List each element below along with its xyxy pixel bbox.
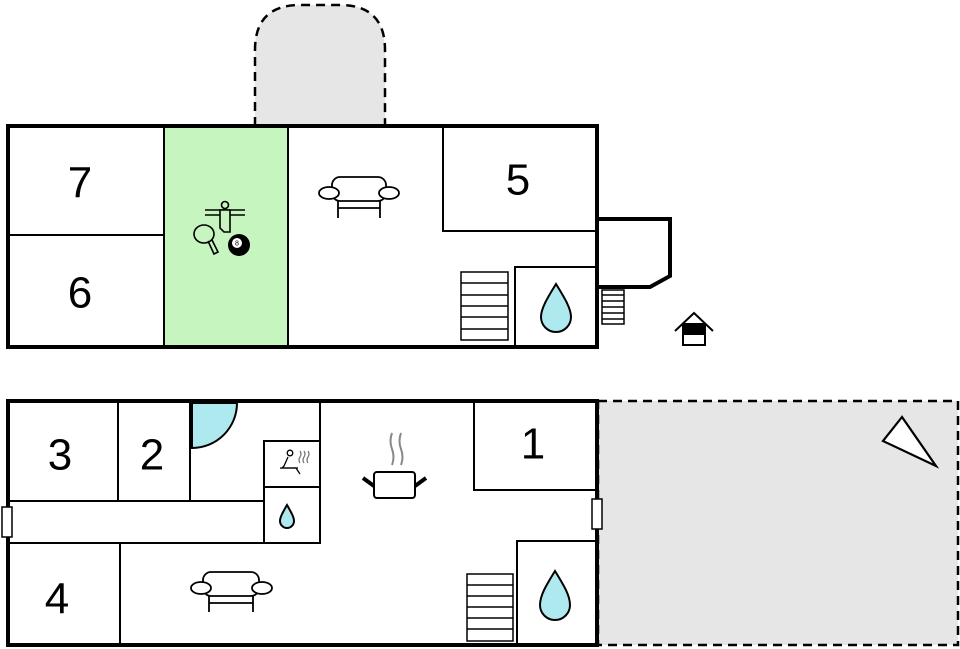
billiard-ball-number: 8	[235, 241, 239, 248]
shower-water-icon	[278, 502, 296, 529]
wall-room-5	[442, 126, 597, 232]
side-door-right	[591, 498, 603, 530]
room-2-label: 2	[140, 431, 164, 480]
room-3-label: 3	[48, 431, 72, 480]
room-5-label: 5	[506, 156, 530, 205]
door-swing	[191, 402, 239, 450]
room-7-label: 7	[68, 159, 92, 208]
entrance-stairs-icon	[601, 289, 625, 325]
house-entrance-icon	[674, 311, 714, 346]
table-tennis-icon	[193, 224, 220, 256]
room-1-label: 1	[521, 420, 545, 469]
room-6-label: 6	[68, 269, 92, 318]
wall-bathroom	[514, 266, 597, 347]
kitchen-pot-icon	[361, 432, 428, 499]
stairs-icon	[460, 271, 509, 341]
outdoor-bay	[253, 3, 387, 126]
bathroom-water-icon	[539, 282, 573, 333]
table-football-icon	[205, 200, 245, 233]
upper-floor-outline	[6, 124, 599, 349]
stairs-icon	[466, 573, 514, 642]
compass-north-icon	[881, 415, 940, 469]
sofa-icon	[318, 176, 400, 218]
bathroom-water-icon	[538, 569, 572, 621]
room-4-label: 4	[45, 575, 69, 624]
sauna-room	[263, 440, 321, 488]
entrance-porch	[597, 217, 672, 289]
wall-room-1	[473, 401, 597, 491]
activity-room	[164, 126, 288, 347]
wall-bathroom	[516, 540, 597, 645]
billiard-ball-icon: 8	[228, 234, 250, 256]
sauna-icon	[280, 449, 310, 475]
sofa-icon	[190, 571, 273, 612]
side-door-left	[1, 506, 13, 538]
shower-room	[263, 486, 321, 544]
